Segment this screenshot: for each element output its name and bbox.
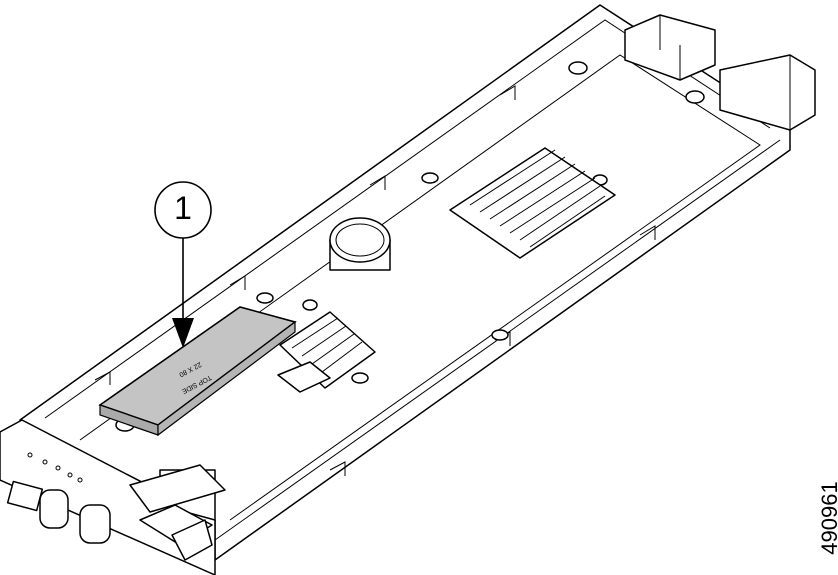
small-heatsink	[277, 311, 376, 393]
callout-number: 1	[174, 190, 192, 226]
wall-slots	[94, 85, 656, 476]
arrow-down-icon	[172, 318, 194, 348]
tray-outline	[19, 4, 791, 561]
power-connectors	[624, 14, 816, 131]
callout-1	[154, 181, 212, 348]
tray-inner-wall	[44, 19, 771, 419]
large-heatsink	[449, 147, 616, 259]
m2-ssd-module: TOP SIDE 22 X 80	[98, 306, 297, 437]
figure-id: 490961	[817, 481, 838, 555]
front-panel	[0, 419, 226, 575]
coin-battery	[329, 217, 391, 271]
